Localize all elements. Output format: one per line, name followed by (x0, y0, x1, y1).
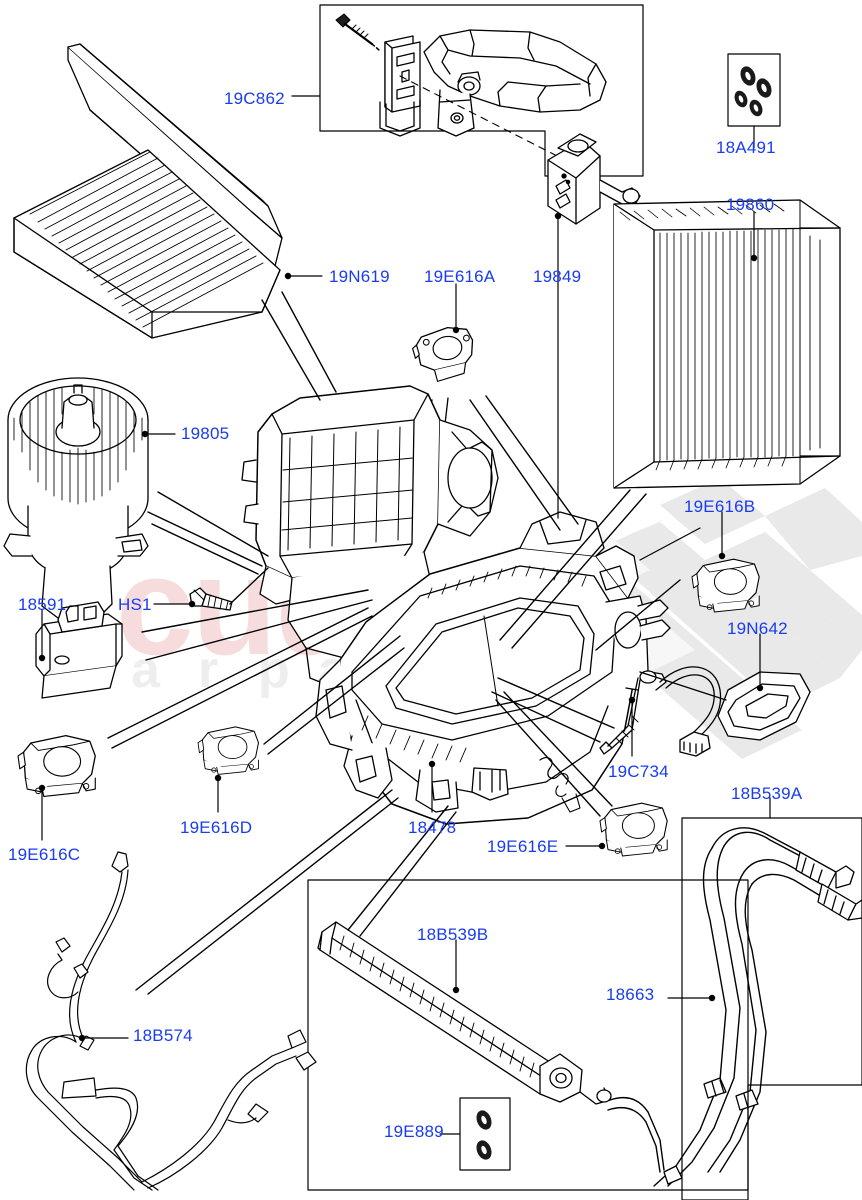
inset-box-18b539b (307, 879, 749, 1191)
art-oring-seals (476, 1110, 492, 1160)
part-label-19n619[interactable]: 19N619 (329, 267, 390, 286)
part-label-19e616a[interactable]: 19E616A (424, 267, 496, 286)
part-label-18b539b[interactable]: 18B539B (417, 925, 489, 944)
part-label-18478[interactable]: 18478 (408, 818, 457, 837)
art-cabin-filter (13, 43, 283, 339)
part-label-19860[interactable]: 19860 (726, 195, 775, 214)
watermark-sub-p: p (258, 641, 290, 699)
part-label-18a491[interactable]: 18A491 (716, 138, 776, 157)
part-label-19c734[interactable]: 19C734 (608, 762, 669, 781)
part-label-19n642[interactable]: 19N642 (727, 619, 788, 638)
part-label-hs1[interactable]: HS1 (118, 595, 152, 614)
inset-box-19c862 (319, 4, 644, 177)
part-label-19849[interactable]: 19849 (533, 267, 582, 286)
art-wiring-harness (25, 851, 317, 1191)
part-label-19e616e[interactable]: 19E616E (487, 837, 559, 856)
art-blower-resistor (35, 601, 123, 699)
part-label-18663[interactable]: 18663 (606, 985, 655, 1004)
inset-box-18b539a (653, 817, 862, 1200)
part-label-19e616b[interactable]: 19E616B (684, 497, 756, 516)
part-label-19c862[interactable]: 19C862 (224, 89, 285, 108)
art-hvac-housing (241, 385, 671, 825)
part-label-19e616c[interactable]: 19E616C (8, 845, 81, 864)
art-seal-grommets (734, 66, 772, 117)
part-label-18591[interactable]: 18591 (18, 595, 67, 614)
part-label-18b539a[interactable]: 18B539A (731, 784, 803, 803)
part-label-18b574[interactable]: 18B574 (133, 1026, 193, 1045)
part-label-19805[interactable]: 19805 (181, 424, 230, 443)
watermark-sub-a: a (131, 641, 160, 699)
leader-lines (38, 95, 771, 1135)
art-screw (189, 587, 233, 611)
art-evaporator (613, 199, 841, 489)
art-actuator-a (412, 326, 474, 382)
part-label-19e889[interactable]: 19E889 (384, 1122, 444, 1141)
art-duct-seal (717, 671, 811, 741)
watermark-sub-r: r (198, 641, 219, 699)
part-label-19e616d[interactable]: 19E616D (180, 818, 253, 837)
assembly-guide-lines (107, 291, 727, 995)
